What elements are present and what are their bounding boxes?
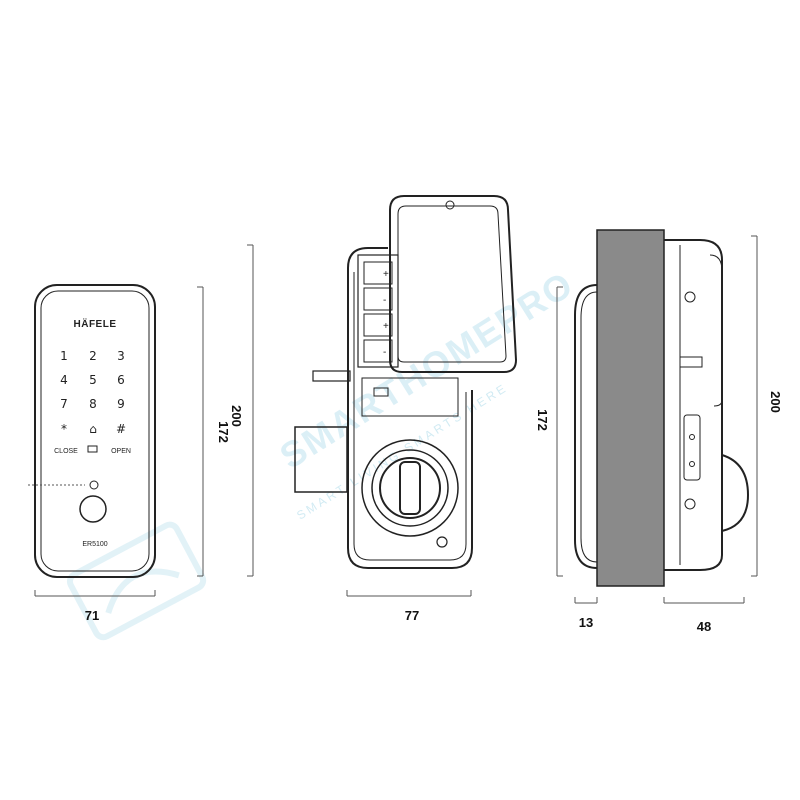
battery-sign-2: - bbox=[383, 295, 386, 306]
side-latch bbox=[679, 356, 703, 368]
front-inner-body bbox=[40, 290, 150, 572]
cover-screw bbox=[445, 200, 455, 210]
battery-cover-open[interactable] bbox=[389, 195, 518, 373]
thumb-turn-outer bbox=[361, 439, 459, 537]
back-inner-body bbox=[353, 272, 467, 561]
key-1[interactable]: 1 bbox=[60, 349, 68, 363]
battery-cover-inner bbox=[397, 205, 507, 363]
back-main-body bbox=[347, 247, 473, 569]
battery-icon bbox=[87, 445, 98, 453]
battery-sign-1: + bbox=[383, 269, 389, 280]
front-height-inner-label: 172 bbox=[216, 421, 231, 443]
thumb-turn-grip[interactable] bbox=[399, 461, 421, 515]
open-label: OPEN bbox=[111, 448, 131, 455]
model-label: ER5100 bbox=[82, 541, 107, 548]
key-4[interactable]: 4 bbox=[60, 373, 68, 387]
latch-bar bbox=[312, 370, 351, 382]
door-section bbox=[596, 229, 665, 587]
key-hash[interactable]: # bbox=[116, 422, 126, 436]
side-port-hole-2 bbox=[689, 461, 695, 467]
back-width-label: 77 bbox=[405, 608, 419, 623]
keypad: 1 2 3 4 5 6 7 8 9 * ⌂ # CLOSE OPEN bbox=[54, 349, 131, 455]
brand-logo: HÄFELE bbox=[74, 317, 117, 330]
side-height-inner-label: 172 bbox=[535, 409, 550, 431]
key-5[interactable]: 5 bbox=[89, 373, 97, 387]
key-home[interactable]: ⌂ bbox=[89, 422, 97, 436]
panel-switch[interactable] bbox=[373, 387, 389, 397]
side-height-outer-label: 200 bbox=[768, 391, 783, 413]
card-icon bbox=[89, 480, 99, 490]
key-2[interactable]: 2 bbox=[89, 349, 97, 363]
side-port-hole-1 bbox=[689, 434, 695, 440]
thumb-turn-knob[interactable] bbox=[379, 457, 441, 519]
side-front-profile-inner bbox=[580, 291, 598, 563]
key-7[interactable]: 7 bbox=[60, 397, 68, 411]
side-front-profile bbox=[574, 284, 598, 569]
side-port bbox=[683, 414, 701, 481]
side-body-label: 48 bbox=[697, 619, 711, 634]
key-9[interactable]: 9 bbox=[117, 397, 125, 411]
side-screw-top bbox=[684, 291, 696, 303]
fingerprint-sensor[interactable] bbox=[79, 495, 107, 523]
side-view: 172 200 13 48 bbox=[535, 229, 783, 634]
battery-sign-4: - bbox=[383, 347, 386, 358]
side-cover-edge bbox=[709, 254, 723, 407]
front-width-label: 71 bbox=[85, 608, 99, 623]
back-view: + - + - 77 bbox=[294, 195, 518, 623]
side-door-label: 13 bbox=[579, 615, 593, 630]
batteries: + - + - bbox=[363, 261, 393, 363]
side-screw-bottom bbox=[684, 498, 696, 510]
close-label: CLOSE bbox=[54, 448, 78, 455]
reset-button[interactable] bbox=[436, 536, 448, 548]
thumb-turn-ring bbox=[371, 449, 449, 527]
control-panel bbox=[361, 377, 459, 417]
key-3[interactable]: 3 bbox=[117, 349, 125, 363]
side-back-profile bbox=[664, 239, 723, 571]
key-star[interactable]: * bbox=[61, 422, 67, 436]
watermark-main-text: SMARTHOMEPRO bbox=[273, 263, 581, 477]
key-6[interactable]: 6 bbox=[117, 373, 125, 387]
side-thumb-turn[interactable] bbox=[721, 454, 750, 532]
front-height-outer-label: 200 bbox=[229, 405, 244, 427]
front-outer-body bbox=[34, 284, 156, 578]
key-8[interactable]: 8 bbox=[89, 397, 97, 411]
front-view: HÄFELE 1 2 3 4 5 6 7 8 9 * ⌂ # CLOSE OPE… bbox=[28, 244, 254, 623]
battery-sign-3: + bbox=[383, 321, 389, 332]
